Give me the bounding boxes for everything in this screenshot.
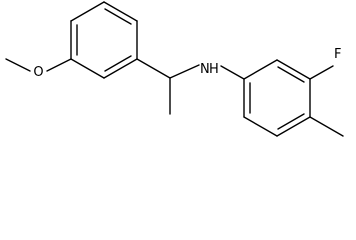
fluoro-methylphenyl-ring (243, 59, 311, 137)
fluorine-atom-label: F (334, 47, 341, 62)
ethyl-bridge (136, 58, 200, 115)
ring-b-bond-1 (243, 59, 278, 80)
ring-a-bond-3 (103, 58, 138, 79)
nitrogen-atom-label: N (200, 62, 210, 77)
methoxy-group: O (5, 58, 72, 80)
ring-a-bond-4 (70, 58, 105, 79)
oxygen-atom-label: O (33, 65, 43, 80)
ring-a-bond-1 (103, 1, 138, 22)
structure-diagram: O N H F (0, 0, 356, 147)
methyl-group (309, 116, 344, 137)
ring-to-fluorine-bond (309, 65, 334, 80)
methoxyphenyl-ring (70, 1, 138, 79)
ring-to-ch-bond (136, 58, 171, 79)
ring-a-bond-6 (70, 1, 105, 22)
amine-group: N H (200, 62, 245, 80)
ring-b-double-1 (277, 66, 305, 83)
diagram-background (0, 0, 356, 147)
ring-b-bond-5 (243, 116, 278, 137)
ring-a-double-2 (104, 55, 132, 72)
ring-to-oxygen-bond (46, 58, 72, 72)
oxygen-to-methyl-bond (5, 58, 31, 72)
ring-a-double-1 (104, 8, 132, 25)
hydrogen-atom-label: H (209, 62, 219, 77)
ring-to-methyl-bond (309, 116, 344, 137)
ring-b-bond-4 (276, 116, 311, 137)
fluoro-group: F (309, 47, 341, 80)
ring-b-double-2 (277, 113, 305, 130)
ch-to-nitrogen-bond (169, 64, 200, 79)
nitrogen-to-ring-bond (220, 65, 245, 80)
ring-b-bond-2 (276, 59, 311, 80)
